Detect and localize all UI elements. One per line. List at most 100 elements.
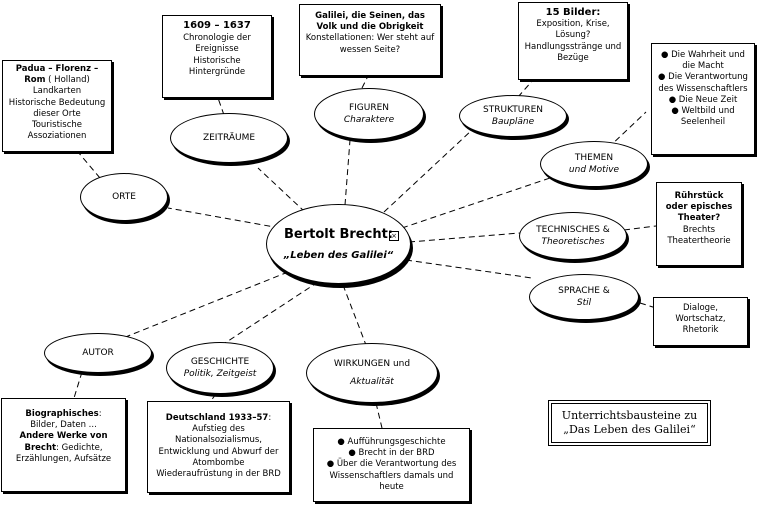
edge-center-orte	[167, 207, 281, 229]
box-strukturen-line: Exposition, Krise,	[536, 19, 610, 30]
box-zeitraeume-line: Hintergründe	[188, 66, 246, 77]
box-orte-line: Landkarten	[32, 86, 82, 97]
edge-center-strukturen	[383, 129, 473, 213]
box-strukturen-line: Bezüge	[557, 52, 589, 63]
node-sprache-sub: Stil	[576, 298, 592, 308]
box-wirkungen-item: ● Aufführungsgeschichte	[337, 437, 446, 447]
edge-geschichte-box	[209, 393, 217, 403]
box-zeitraeume: 1609 – 1637 Chronologie der Ereignisse H…	[162, 15, 272, 98]
edge-themen-box	[607, 111, 647, 149]
box-wirkungen: ● Aufführungsgeschichte ● Brecht in der …	[313, 428, 470, 502]
node-orte[interactable]: ORTE	[80, 173, 168, 221]
box-zeitraeume-line: Ereignisse	[195, 44, 239, 55]
box-autor: Biographisches: Bilder, Daten ... Andere…	[1, 398, 126, 492]
box-technisches: Rührstück oder episches Theater? Brechts…	[656, 182, 742, 266]
node-wirkungen-label: WIRKUNGEN und	[333, 358, 411, 369]
box-technisches-title1: Rührstück	[674, 191, 724, 201]
node-zeitraeume-label: ZEITRÄUME	[202, 132, 256, 143]
node-themen[interactable]: THEMEN und Motive	[540, 141, 648, 187]
edge-center-wirkungen	[342, 284, 367, 346]
box-themen-item: die Macht	[682, 61, 724, 72]
box-wirkungen-item: ● Über die Verantwortung des	[326, 459, 457, 470]
center-subtitle: „Leben des Galilei“	[283, 250, 394, 261]
box-zeitraeume-line: Chronologie der	[183, 33, 251, 44]
box-technisches-line: Theatertheorie	[667, 235, 731, 246]
node-themen-sub: und Motive	[568, 165, 620, 175]
box-geschichte-title-row: Deutschland 1933–57:	[152, 413, 285, 424]
box-figuren-title1: Galilei, die Seinen, das	[315, 11, 425, 21]
box-sprache-line: Wortschatz,	[675, 314, 726, 325]
edge-strukturen-box	[517, 79, 534, 98]
node-autor-label: AUTOR	[82, 347, 114, 358]
edge-figuren-box	[361, 75, 369, 89]
box-wirkungen-item: heute	[379, 481, 404, 492]
node-figuren-label: FIGUREN	[348, 102, 390, 113]
box-geschichte-title: Deutschland 1933–57	[165, 413, 269, 423]
box-technisches-title3: Theater?	[677, 213, 721, 224]
node-technisches[interactable]: TECHNISCHES & Theoretisches	[519, 212, 627, 260]
box-geschichte-line: Nationalsozialismus,	[174, 435, 263, 446]
node-zeitraeume[interactable]: ZEITRÄUME	[170, 113, 288, 163]
node-sprache-label: SPRACHE &	[558, 285, 610, 296]
box-orte-line: Historische Bedeutung	[8, 97, 106, 108]
box-figuren-line: Konstellationen: Wer steht auf	[305, 33, 435, 44]
box-geschichte-line: Wiederaufrüstung in der BRD	[156, 469, 281, 480]
box-themen-item: Seelenheil	[680, 117, 726, 128]
edge-center-geschichte	[221, 281, 319, 346]
box-themen-item: ● Die Verantwortung	[658, 72, 748, 83]
box-technisches-title2: oder episches	[665, 202, 733, 213]
node-wirkungen[interactable]: WIRKUNGEN und Aktualität	[306, 343, 438, 403]
center-title: Bertolt Brecht:	[284, 227, 393, 242]
box-strukturen-line: Handlungsstränge und	[524, 41, 622, 52]
box-technisches-line: Brechts	[682, 224, 716, 235]
box-autor-title3-rest: : Gedichte,	[56, 442, 103, 453]
node-strukturen-sub: Baupläne	[491, 117, 535, 127]
box-orte-title2-rest: ( Holland)	[45, 75, 90, 86]
box-figuren-title2: Volk und die Obrigkeit	[316, 22, 424, 33]
node-figuren-sub: Charaktere	[343, 115, 395, 125]
box-themen-item: des Wissenschaftlers	[658, 83, 748, 94]
box-orte-line: Touristische	[31, 120, 83, 131]
edge-autor-box	[73, 371, 83, 399]
box-autor-title-row: Biographisches:	[6, 409, 121, 420]
box-themen-item: ● Weltbild und	[671, 106, 735, 117]
box-zeitraeume-line: Historische	[193, 55, 241, 66]
box-orte-title1: Padua – Florenz –	[15, 64, 99, 74]
box-wirkungen-item: Wissenschaftlers damals und	[329, 470, 454, 481]
edge-center-themen	[401, 177, 551, 229]
caption-box: Unterrichtsbausteine zu „Das Leben des G…	[548, 400, 711, 446]
node-technisches-label: TECHNISCHES &	[536, 224, 610, 235]
node-figuren[interactable]: FIGUREN Charaktere	[314, 88, 424, 140]
center-node[interactable]: Bertolt Brecht: „Leben des Galilei“ ×	[266, 204, 411, 284]
node-strukturen-label: STRUKTUREN	[482, 104, 543, 115]
box-autor-title: Biographisches	[25, 409, 99, 419]
box-autor-title3-row: Brecht: Gedichte,	[6, 443, 121, 454]
box-figuren-line: wessen Seite?	[339, 44, 401, 55]
center-checkbox[interactable]: ×	[389, 231, 399, 241]
edge-center-autor	[117, 271, 289, 341]
box-geschichte-line: Entwicklung und Abwurf der	[158, 446, 279, 457]
box-wirkungen-item: ● Brecht in der BRD	[348, 448, 435, 459]
box-orte-line: Assoziationen	[27, 131, 87, 142]
caption-line1: Unterrichtsbausteine zu	[561, 408, 698, 422]
box-orte-title2: Rom	[24, 75, 46, 86]
node-geschichte-label: GESCHICHTE	[190, 356, 250, 367]
node-geschichte[interactable]: GESCHICHTE Politik, Zeitgeist	[166, 342, 274, 394]
node-sprache[interactable]: SPRACHE & Stil	[529, 274, 639, 320]
edge-center-sprache	[405, 259, 533, 279]
node-strukturen[interactable]: STRUKTUREN Baupläne	[459, 95, 567, 137]
box-geschichte-title-rest: :	[268, 413, 272, 423]
caption-line2: „Das Leben des Galilei“	[563, 423, 696, 436]
edge-technisches-box	[623, 225, 657, 231]
edge-orte-box	[77, 151, 101, 179]
node-themen-label: THEMEN	[574, 152, 614, 163]
edge-center-technisches	[408, 232, 521, 243]
node-autor[interactable]: AUTOR	[44, 333, 152, 373]
edge-center-figuren	[344, 139, 351, 206]
box-sprache: Dialoge, Wortschatz, Rhetorik	[653, 297, 748, 346]
box-geschichte: Deutschland 1933–57: Aufstieg des Nation…	[147, 401, 290, 493]
box-strukturen: 15 Bilder: Exposition, Krise, Lösung? Ha…	[518, 2, 628, 80]
box-geschichte-line: Atombombe	[192, 457, 245, 468]
